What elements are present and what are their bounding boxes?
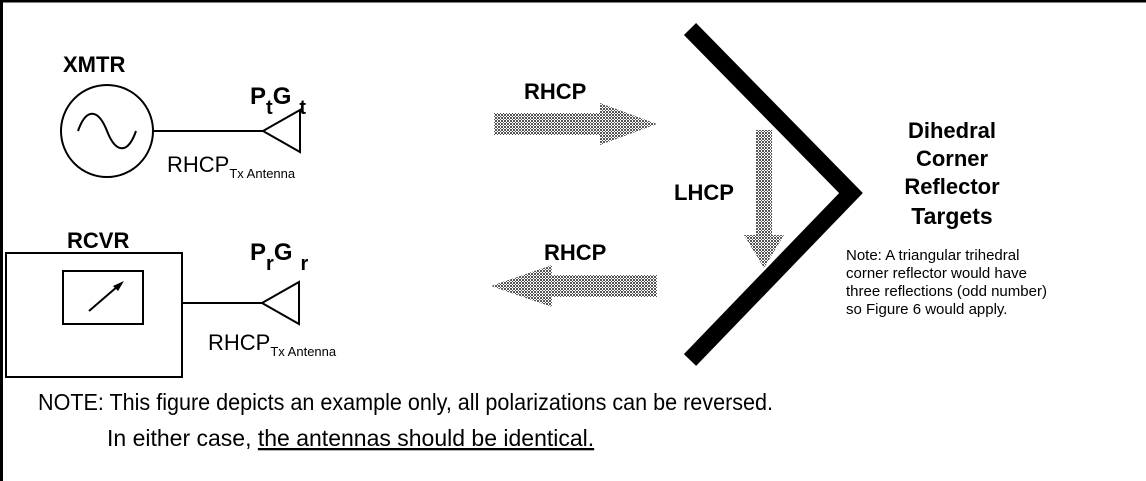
xmtr-label: XMTR <box>63 52 125 77</box>
target-title-line: Targets <box>911 203 992 229</box>
target-note-line: three reflections (odd number) <box>846 283 1047 300</box>
footer-note-prefix: In either case, <box>107 425 258 451</box>
target-note-line: so Figure 6 would apply. <box>846 301 1007 318</box>
meter-needle-head <box>113 281 124 291</box>
target-note-line: Note: A triangular trihedral <box>846 247 1019 264</box>
between-reflections-polarization-label: LHCP <box>674 180 734 205</box>
rcvr-label: RCVR <box>67 228 129 253</box>
returning-wave: RHCP <box>491 240 657 307</box>
meter-needle <box>88 285 119 312</box>
rx-antenna-icon <box>259 280 300 326</box>
tx-antenna-icon <box>260 108 301 154</box>
rx-antenna-label: RHCPTx Antenna <box>208 330 337 359</box>
receiver-box <box>5 252 183 378</box>
target-note: Note: A triangular trihedral corner refl… <box>846 247 1047 318</box>
target-note-line: corner reflector would have <box>846 265 1027 282</box>
target-title: Dihedral Corner Reflector Targets <box>904 118 1000 229</box>
target-title-line: Reflector <box>904 174 1000 199</box>
dihedral-reflector <box>683 23 863 366</box>
internal-reflection-wave: LHCP <box>674 130 784 268</box>
footer-note-line2: In either case, the antennas should be i… <box>107 425 594 451</box>
outgoing-wave: RHCP <box>494 79 657 145</box>
tx-antenna-label: RHCPTx Antenna <box>167 152 296 181</box>
sine-wave-icon <box>77 112 137 150</box>
returning-polarization-label: RHCP <box>544 240 606 265</box>
meter-icon <box>62 270 144 325</box>
target-title-line: Dihedral <box>908 118 996 143</box>
footer-note-line1: NOTE: This figure depicts an example onl… <box>38 389 773 415</box>
outgoing-polarization-label: RHCP <box>524 79 586 104</box>
target-title-line: Corner <box>916 146 989 171</box>
footer-note-emphasis: the antennas should be identical. <box>258 425 594 451</box>
outgoing-arrow <box>494 103 657 145</box>
reflection-arrow <box>744 130 784 268</box>
returning-arrow <box>491 265 657 307</box>
